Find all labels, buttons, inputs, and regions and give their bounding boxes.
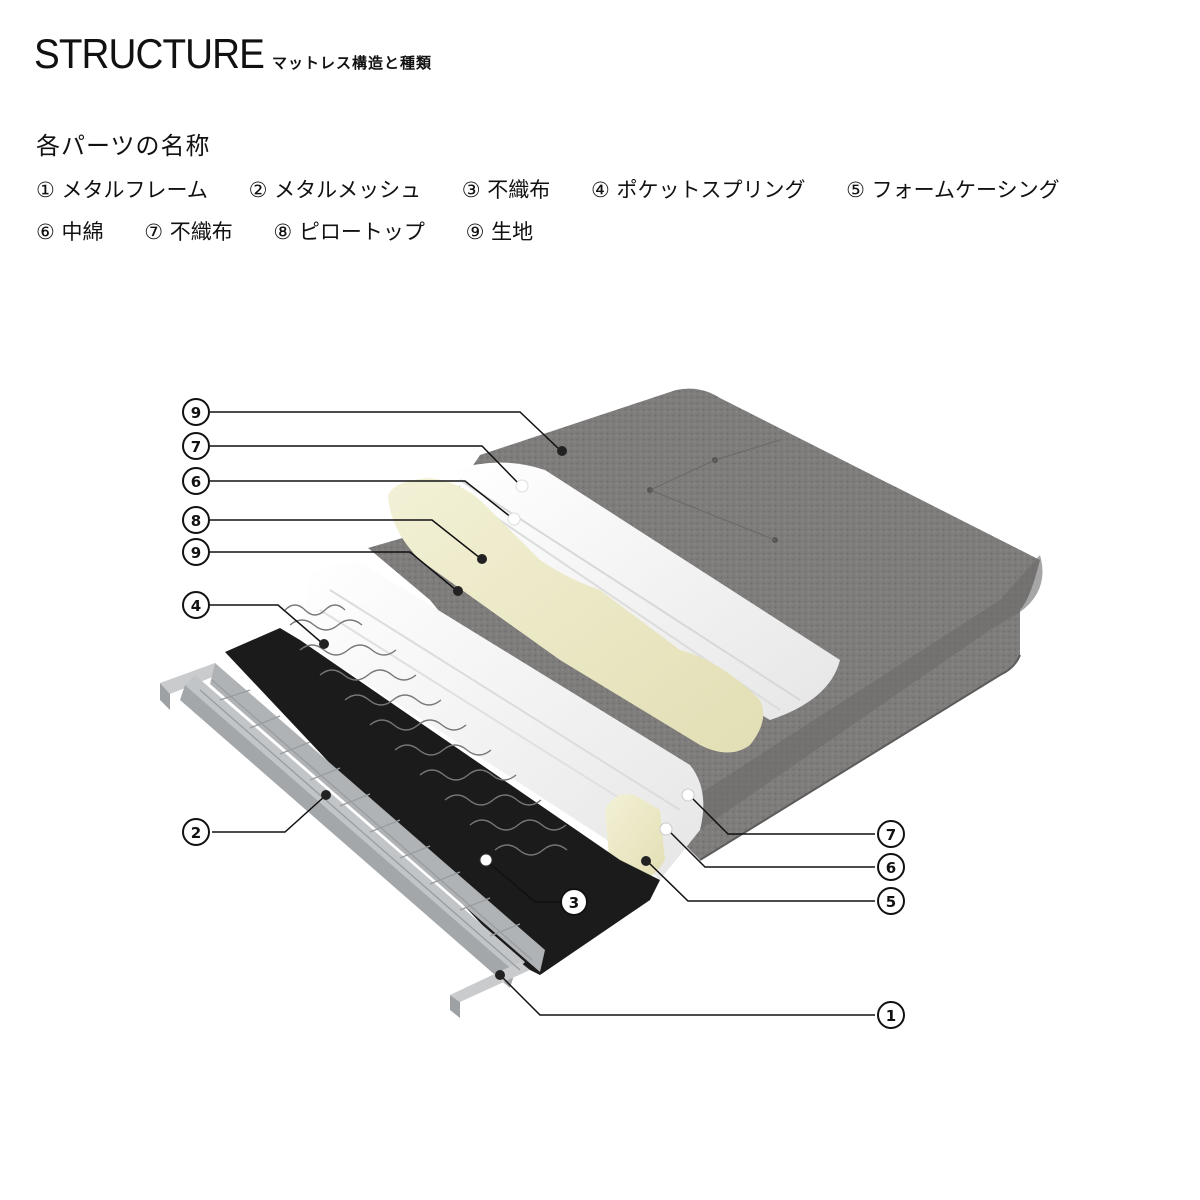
callout-5: 5 xyxy=(877,887,905,915)
part-padding: ⑥ 中綿 xyxy=(36,220,104,244)
part-nonwoven-2: ⑦ 不織布 xyxy=(144,220,233,244)
svg-text:6: 6 xyxy=(191,473,201,491)
part-foam-casing: ⑤ フォームケーシング xyxy=(846,178,1060,202)
page-subtitle: マットレス構造と種類 xyxy=(272,54,433,72)
parts-list-row-1: ① メタルフレーム ② メタルメッシュ ③ 不織布 ④ ポケットスプリング ⑤ … xyxy=(36,174,1094,204)
callout-7-top: 7 xyxy=(182,432,210,460)
callout-leaders xyxy=(210,411,875,1016)
callout-8: 8 xyxy=(182,506,210,534)
callout-1: 1 xyxy=(877,1001,905,1029)
svg-text:2: 2 xyxy=(191,824,201,842)
pillow-top-foam xyxy=(388,478,764,753)
metal-frame xyxy=(160,663,545,1018)
callout-2: 2 xyxy=(182,818,210,846)
callout-9-mid: 9 xyxy=(182,538,210,566)
callout-7-right: 7 xyxy=(877,820,905,848)
part-pocket-spring: ④ ポケットスプリング xyxy=(590,178,806,202)
part-pillow-top: ⑧ ピロートップ xyxy=(273,220,425,244)
svg-text:9: 9 xyxy=(191,404,201,422)
spring-encasement xyxy=(300,561,704,880)
part-nonwoven-1: ③ 不織布 xyxy=(461,178,551,202)
page-title: STRUCTURE xyxy=(34,30,265,77)
svg-text:4: 4 xyxy=(191,597,201,615)
nonwoven-sheet xyxy=(225,628,660,975)
parts-heading: 各パーツの名称 xyxy=(36,132,211,160)
part-metal-mesh: ② メタルメッシュ xyxy=(248,178,422,202)
callout-6-right: 6 xyxy=(877,853,905,881)
callout-6-top: 6 xyxy=(182,467,210,495)
svg-text:9: 9 xyxy=(191,544,201,562)
svg-text:7: 7 xyxy=(191,438,201,456)
svg-text:6: 6 xyxy=(886,859,896,877)
part-metal-frame: ① メタルフレーム xyxy=(36,178,208,202)
pocket-springs xyxy=(284,604,568,856)
svg-text:7: 7 xyxy=(886,826,896,844)
callout-9-top: 9 xyxy=(182,398,210,426)
svg-text:8: 8 xyxy=(191,512,201,530)
svg-text:3: 3 xyxy=(569,894,579,912)
svg-text:5: 5 xyxy=(886,893,896,911)
parts-list-row-2: ⑥ 中綿 ⑦ 不織布 ⑧ ピロートップ ⑨ 生地 xyxy=(36,216,567,246)
callout-4: 4 xyxy=(182,591,210,619)
metal-mesh xyxy=(199,679,533,971)
callout-3: 3 xyxy=(560,888,588,916)
svg-text:1: 1 xyxy=(886,1007,896,1025)
part-fabric: ⑨ 生地 xyxy=(465,220,534,244)
